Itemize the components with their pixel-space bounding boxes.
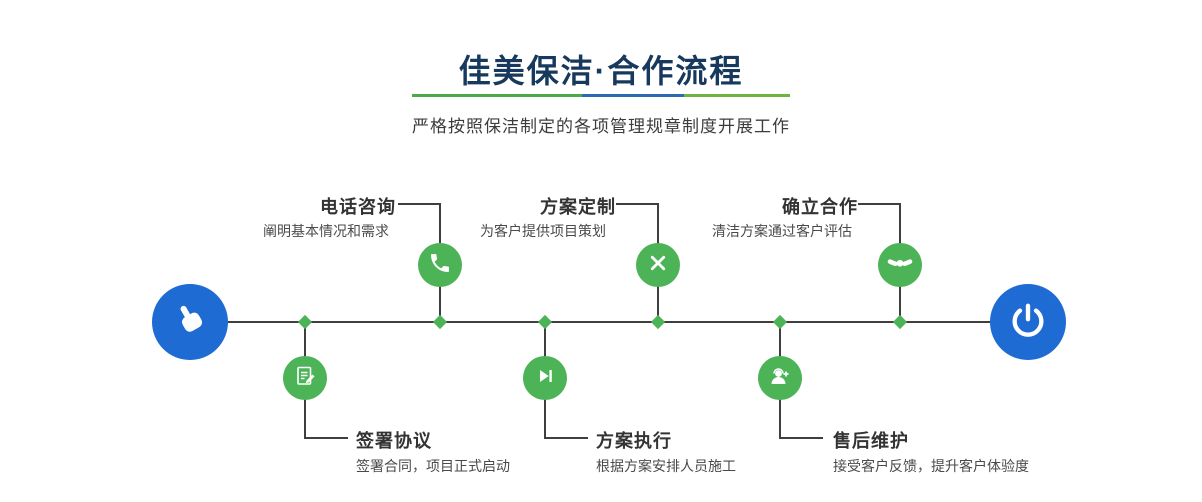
customer-service-icon	[768, 364, 792, 393]
step-title-execute: 方案执行	[596, 431, 672, 451]
connector	[439, 265, 441, 321]
step-desc-cooperation: 清洁方案通过客户评估	[712, 223, 852, 239]
page-subtitle: 严格按照保洁制定的各项管理规章制度开展工作	[412, 117, 790, 136]
underline-green-right	[684, 94, 790, 97]
connector	[899, 203, 901, 245]
step-desc-design: 为客户提供项目策划	[480, 223, 606, 239]
connector	[616, 203, 659, 205]
timeline-end-node	[990, 284, 1066, 360]
title-underline	[412, 94, 790, 97]
step-circle-design	[636, 243, 680, 287]
connector	[439, 203, 441, 245]
step-desc-aftersales: 接受客户反馈，提升客户体验度	[833, 458, 1029, 474]
timeline-node-diamond	[297, 314, 313, 330]
timeline-start-node	[152, 284, 228, 360]
timeline-node-diamond	[432, 314, 448, 330]
handshake-icon	[887, 250, 913, 281]
timeline-line	[190, 321, 1028, 323]
step-circle-phone	[418, 243, 462, 287]
timeline-node-diamond	[772, 314, 788, 330]
connector	[304, 437, 348, 439]
power-icon	[1008, 300, 1048, 345]
timeline-node-diamond	[650, 314, 666, 330]
step-desc-execute: 根据方案安排人员施工	[596, 458, 736, 474]
sign-document-icon	[293, 364, 317, 393]
step-desc-sign: 签署合同，项目正式启动	[356, 458, 510, 474]
connector	[899, 265, 901, 321]
step-title-cooperation: 确立合作	[782, 197, 858, 217]
connector	[657, 265, 659, 321]
step-title-phone: 电话咨询	[320, 197, 396, 217]
page-title: 佳美保洁·合作流程	[458, 53, 744, 89]
step-circle-sign	[283, 356, 327, 400]
design-tools-icon	[646, 251, 670, 280]
step-circle-aftersales	[758, 356, 802, 400]
connector	[779, 437, 823, 439]
underline-blue-mid	[582, 94, 685, 97]
step-title-design: 方案定制	[540, 197, 616, 217]
step-circle-execute	[523, 356, 567, 400]
underline-green-left	[412, 94, 583, 97]
hand-pointer-icon	[170, 300, 210, 345]
step-desc-phone: 阐明基本情况和需求	[263, 223, 389, 239]
connector	[657, 203, 659, 245]
step-circle-cooperation	[878, 243, 922, 287]
play-icon	[534, 365, 556, 392]
step-title-sign: 签署协议	[356, 431, 432, 451]
connector	[858, 203, 901, 205]
timeline-node-diamond	[892, 314, 908, 330]
step-title-aftersales: 售后维护	[833, 431, 909, 451]
connector	[544, 437, 588, 439]
connector	[398, 203, 441, 205]
timeline-node-diamond	[537, 314, 553, 330]
phone-icon	[428, 251, 452, 280]
